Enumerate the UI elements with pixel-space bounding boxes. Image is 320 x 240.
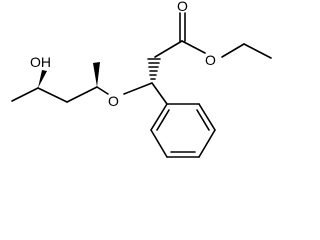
bond-oxygen-to-benzylic-carbon [123,82,153,95]
bond-ethyl-to-methyl [243,43,272,59]
ether-oxygen-label: O [108,93,119,109]
wedge-bond-to-methyl [93,62,100,87]
bond-ch2-to-carbonyl [154,40,183,58]
molecule-structure: OH O O O [11,0,272,158]
carbonyl-oxygen-label: O [177,0,188,14]
bond-benzylic-to-phenyl [151,82,168,105]
bond-ester-oxygen-to-ethyl [221,43,245,58]
hydroxyl-label: OH [30,54,51,70]
phenyl-ring [150,103,216,158]
bond-carbonyl-to-ester-oxygen [181,40,206,54]
bond-methyl-to-carbinol [11,87,39,102]
hashed-wedge-bond [147,58,161,80]
ester-oxygen-label: O [205,52,216,68]
bond-ether-carbon-to-oxygen [96,86,109,95]
bond-ch2-to-ether-carbon [66,86,98,103]
bond-carbinol-to-ch2 [37,87,68,103]
wedge-bond-to-hydroxyl [38,70,47,88]
